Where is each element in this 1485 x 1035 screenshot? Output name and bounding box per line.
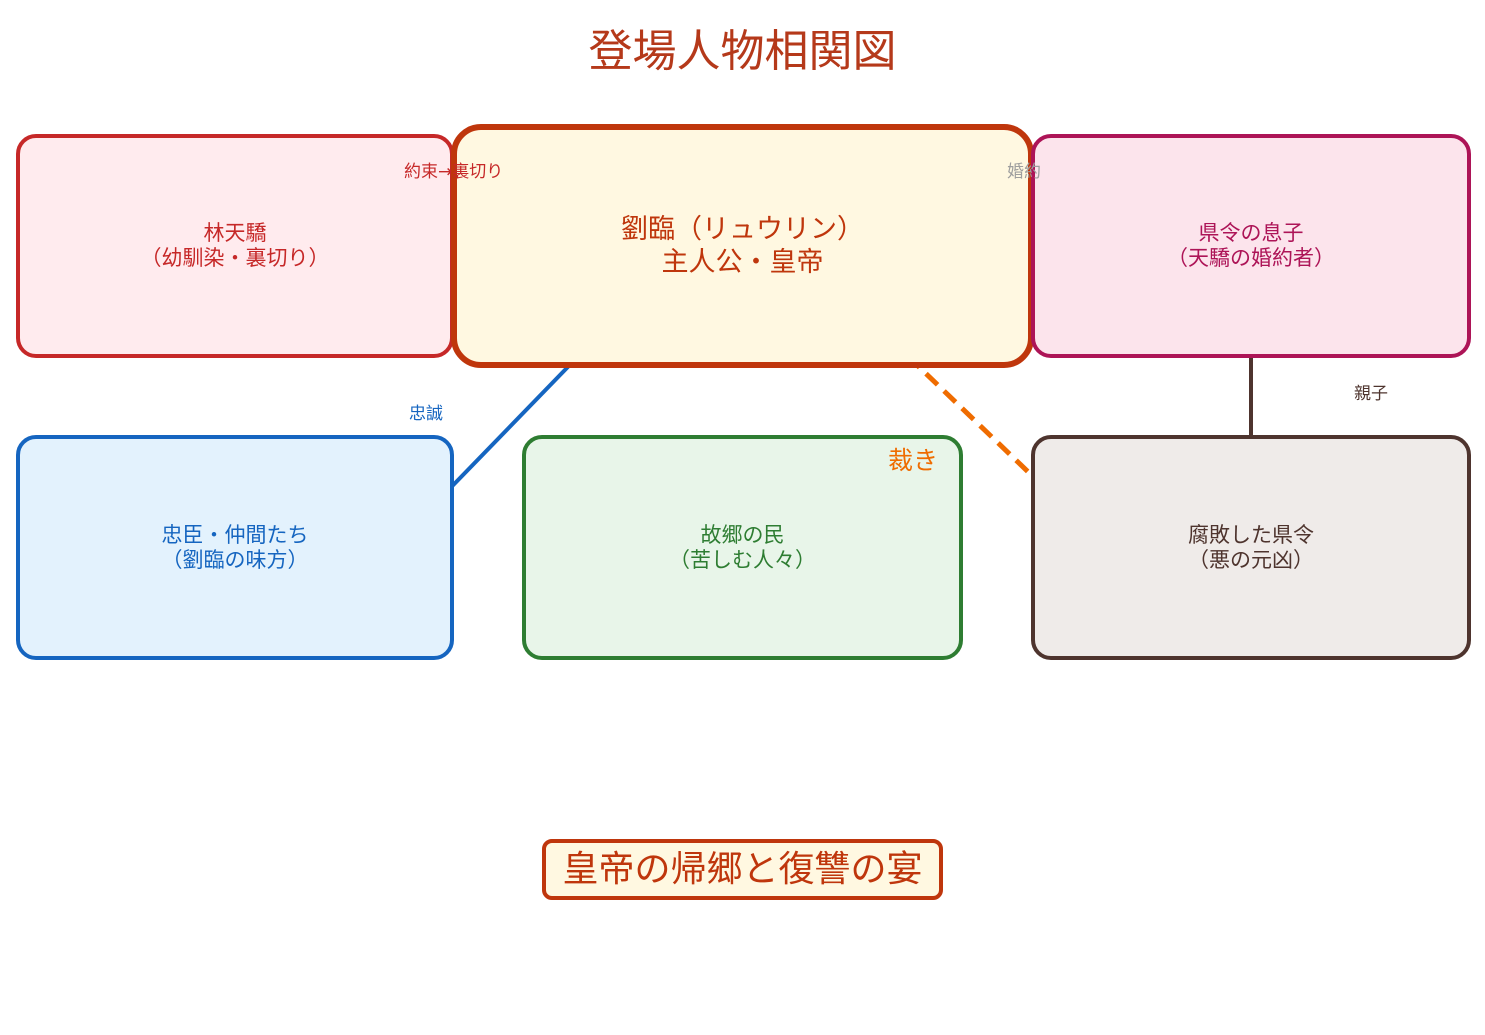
node-hometown-people: 故郷の民 （苦しむ人々） (522, 435, 963, 660)
edge-label-loyalty: 忠誠 (409, 404, 443, 424)
diagram-title: 登場人物相関図 (588, 26, 897, 77)
node-lin-tianjiao: 林天驕 （幼馴染・裏切り） (16, 134, 454, 358)
node-corrupt-magistrate: 腐敗した県令 （悪の元凶） (1031, 435, 1471, 660)
edge-label-betrayal: 約束→裏切り (404, 162, 504, 182)
node-main-role: 主人公・皇帝 (661, 247, 824, 278)
node-loyal-retainers: 忠臣・仲間たち （劉臨の味方） (16, 435, 454, 660)
node-son-name: 県令の息子 (1198, 221, 1304, 245)
node-main-name: 劉臨（リュウリン） (621, 214, 864, 245)
node-lin-role: （幼馴染・裏切り） (140, 246, 330, 270)
story-caption: 皇帝の帰郷と復讐の宴 (542, 839, 943, 900)
node-loyal-name: 忠臣・仲間たち (161, 522, 309, 547)
node-people-role: （苦しむ人々） (669, 547, 816, 572)
node-protagonist-liu-lin: 劉臨（リュウリン） 主人公・皇帝 (451, 124, 1034, 368)
node-loyal-role: （劉臨の味方） (161, 547, 309, 572)
node-governor-name: 腐敗した県令 (1188, 522, 1314, 547)
edge-label-judgment: 裁き (888, 446, 939, 475)
node-governor-role: （悪の元凶） (1188, 547, 1314, 572)
node-lin-name: 林天驕 (203, 221, 267, 245)
edge-label-parent: 親子 (1354, 384, 1388, 404)
node-son-role: （天驕の婚約者） (1167, 246, 1335, 270)
node-magistrate-son: 県令の息子 （天驕の婚約者） (1031, 134, 1471, 358)
edge-label-engagement: 婚約 (1007, 162, 1041, 182)
node-people-name: 故郷の民 (700, 522, 785, 547)
